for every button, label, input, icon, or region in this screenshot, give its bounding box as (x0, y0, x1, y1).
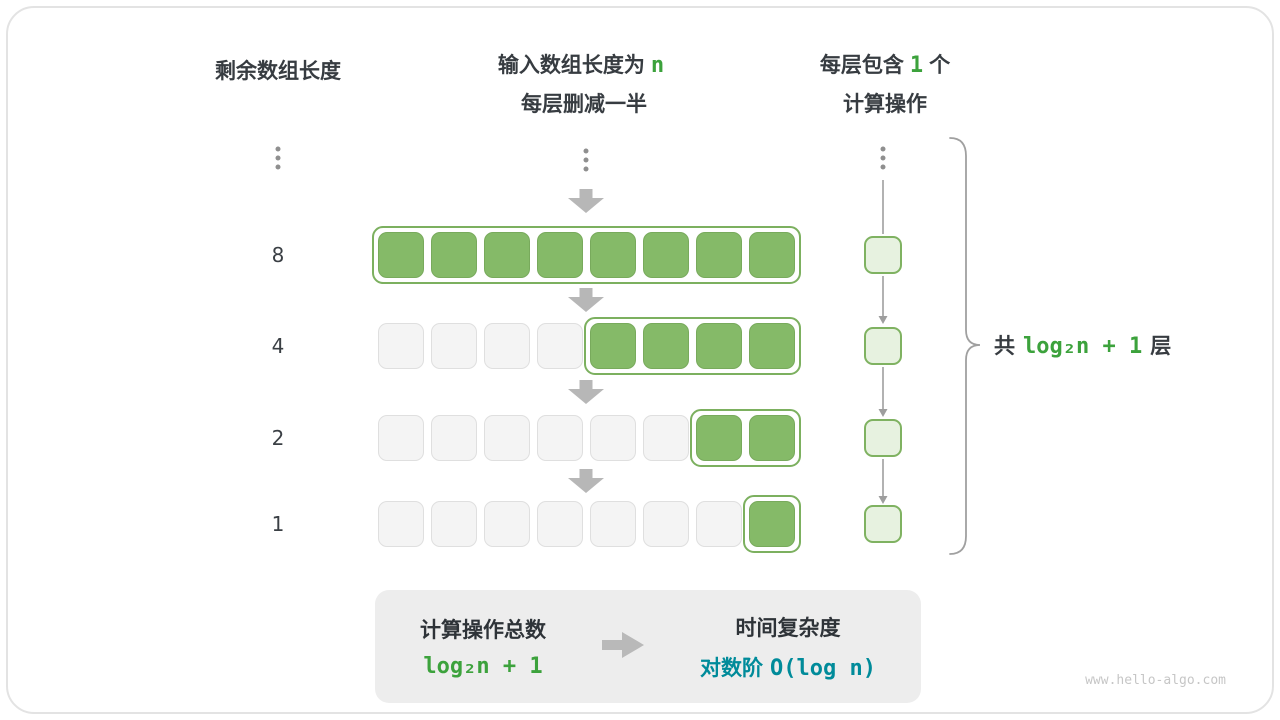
array-cell-filled (537, 232, 583, 278)
array-cell-empty (378, 415, 424, 461)
right-arrow-icon (602, 631, 645, 662)
summary-complexity: 时间复杂度 对数阶 O(log n) (700, 612, 876, 682)
array-cell-filled (749, 323, 795, 369)
header-input-array-line2: 每层删减一半 (521, 92, 647, 116)
operation-cell (864, 236, 902, 274)
array-cell-empty (537, 415, 583, 461)
array-cell-filled (696, 323, 742, 369)
array-cell-empty (696, 501, 742, 547)
array-cell-filled (590, 232, 636, 278)
operation-connector-arrows-icon (867, 168, 899, 512)
array-cell-empty (431, 501, 477, 547)
array-cell-filled (749, 501, 795, 547)
summary-operations-value: log₂n + 1 (423, 654, 543, 679)
array-cell-empty (484, 415, 530, 461)
row-remaining-length-label: 8 (271, 243, 285, 267)
summary-complexity-prefix: 对数阶 (700, 655, 764, 680)
total-layers-label: 共 log₂n + 1 层 (994, 330, 1171, 360)
array-cell-empty (537, 323, 583, 369)
array-cell-empty (484, 501, 530, 547)
array-cell-empty (537, 501, 583, 547)
array-cell-empty (431, 323, 477, 369)
array-cell-filled (749, 415, 795, 461)
total-layers-code: log₂n + 1 (1023, 334, 1143, 359)
summary-operations-title: 计算操作总数 (420, 618, 547, 642)
curly-brace-icon (944, 132, 988, 564)
header-remaining-length-text: 剩余数组长度 (215, 59, 341, 83)
header-n-code: n (650, 53, 665, 78)
down-arrow-icon (568, 189, 604, 213)
array-cell-filled (643, 323, 689, 369)
header-operations-line2: 计算操作 (843, 92, 927, 116)
row-remaining-length-label: 2 (271, 426, 285, 450)
operation-cell (864, 505, 902, 543)
array-cell-filled (378, 232, 424, 278)
array-cell-filled (696, 415, 742, 461)
array-cell-empty (643, 501, 689, 547)
watermark: www.hello-algo.com (1085, 673, 1226, 688)
header-one-code: 1 (909, 53, 924, 78)
array-cell-filled (431, 232, 477, 278)
summary-box: 计算操作总数 log₂n + 1 时间复杂度 对数阶 O(log n) (375, 590, 921, 703)
array-cell-empty (590, 501, 636, 547)
header-remaining-length: 剩余数组长度 (215, 52, 341, 90)
array-cell-empty (484, 323, 530, 369)
total-layers-suffix: 层 (1150, 334, 1172, 358)
summary-complexity-title: 时间复杂度 (735, 615, 841, 640)
array-cell-empty (378, 323, 424, 369)
array-cell-filled (643, 232, 689, 278)
summary-complexity-value: 对数阶 O(log n) (700, 652, 876, 682)
array-cell-empty (643, 415, 689, 461)
down-arrow-icon (568, 380, 604, 404)
ellipsis-dots-middle (583, 148, 589, 172)
array-cell-filled (590, 323, 636, 369)
operation-cell (864, 327, 902, 365)
header-input-array-text: 输入数组长度为 (497, 53, 645, 77)
array-cell-empty (378, 501, 424, 547)
summary-operations: 计算操作总数 log₂n + 1 (420, 614, 546, 679)
operation-cell (864, 419, 902, 457)
row-remaining-length-label: 1 (271, 512, 285, 536)
header-operations-prefix: 每层包含 (819, 53, 904, 77)
header-operations-suffix: 个 (929, 53, 951, 77)
array-cell-filled (484, 232, 530, 278)
row-remaining-length-label: 4 (271, 334, 285, 358)
array-cell-empty (590, 415, 636, 461)
down-arrow-icon (568, 469, 604, 493)
ellipsis-dots-right (880, 146, 886, 170)
array-cell-filled (696, 232, 742, 278)
down-arrow-icon (568, 288, 604, 312)
summary-complexity-code: O(log n) (770, 655, 876, 681)
array-cell-filled (749, 232, 795, 278)
total-layers-prefix: 共 (994, 334, 1015, 358)
array-cell-empty (431, 415, 477, 461)
ellipsis-dots-left (275, 146, 281, 170)
